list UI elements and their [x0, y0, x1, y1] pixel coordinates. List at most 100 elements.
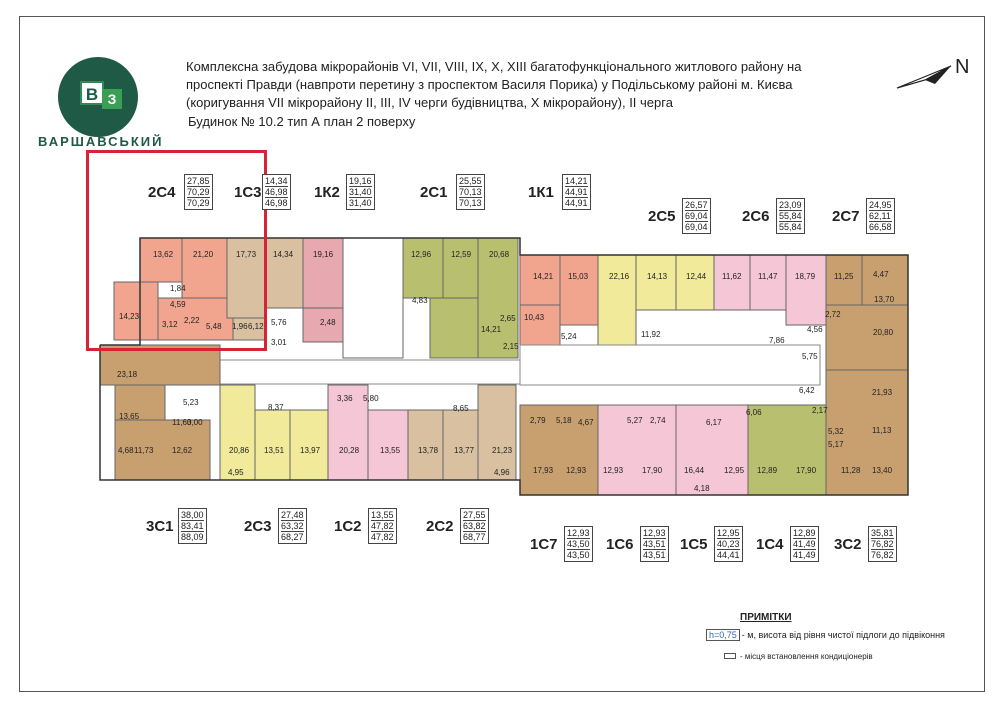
room-area: 22,16: [609, 272, 630, 281]
apt-code: 2С5: [648, 208, 676, 225]
logo-letter-v: В: [80, 81, 104, 105]
room-area: 5,17: [828, 440, 844, 449]
apt-code: 2С4: [148, 184, 176, 201]
room-area: 2,65: [500, 314, 516, 323]
apt-code: 1С7: [530, 536, 558, 553]
room-area: 5,27: [627, 416, 643, 425]
room-area: 6,06: [746, 408, 762, 417]
north-label: N: [955, 56, 970, 78]
room-area: 13,65: [119, 412, 140, 421]
room-3c1-a: [99, 344, 221, 386]
room-area: 4,59: [170, 300, 186, 309]
room-2c1-d: [429, 297, 479, 359]
room-area: 17,73: [236, 250, 257, 259]
room-area: 13,62: [153, 250, 174, 259]
project-title: Комплексна забудова мікрорайонів VI, VII…: [186, 58, 886, 112]
room-area: 5,76: [271, 318, 287, 327]
room-area: 14,21: [481, 325, 502, 334]
title-line-2: проспекті Правди (навпроти перетину з пр…: [186, 77, 793, 92]
room-2c7-a: [825, 254, 863, 306]
room-area: 11,60: [172, 418, 192, 427]
apt-code: 1С5: [680, 536, 708, 553]
building-outline: [99, 237, 909, 496]
room-area: 11,25: [834, 272, 854, 281]
room-area: 12,44: [686, 272, 707, 281]
brand-name: ВАРШАВСЬКИЙ: [38, 134, 164, 149]
room-area: 12,89: [757, 466, 778, 475]
room-1c4: [747, 404, 827, 496]
room-1k2-b: [302, 307, 344, 343]
room-area: 11,13: [872, 426, 892, 435]
room-area: 4,56: [807, 325, 823, 334]
room-2c1-b: [442, 237, 479, 299]
apt-code: 1С4: [756, 536, 784, 553]
room-area: 13,97: [300, 446, 321, 455]
room-3c1-c: [114, 419, 211, 481]
note-ac-location: - місця встановлення кондиціонерів: [724, 652, 873, 661]
room-area: 3,01: [271, 338, 287, 347]
room-area: 13,40: [872, 466, 893, 475]
room-area: 1,84: [170, 284, 186, 293]
room-area: 17,90: [642, 466, 663, 475]
room-2c5-b: [635, 254, 677, 311]
room-area: 13,77: [454, 446, 475, 455]
apt-code: 3С1: [146, 518, 174, 535]
room-area: 12,62: [172, 446, 193, 455]
apt-code: 2С2: [426, 518, 454, 535]
apt-code: 2С7: [832, 208, 860, 225]
room-area: 8,37: [268, 403, 284, 412]
room-area: 3,12: [162, 320, 178, 329]
apt-code: 1К2: [314, 184, 340, 201]
room-2c1-c: [477, 237, 519, 359]
room-area: 17,93: [533, 466, 554, 475]
room-area: 21,20: [193, 250, 214, 259]
room-area: 11,62: [722, 272, 742, 281]
varshavskyi-logo: В З: [58, 57, 138, 137]
room-2c2-b: [442, 409, 479, 481]
room-area: 17,90: [796, 466, 817, 475]
title-line-1: Комплексна забудова мікрорайонів VI, VII…: [186, 59, 802, 74]
room-area: 5,23: [183, 398, 199, 407]
sill-height-sample: h=0,75: [706, 629, 740, 641]
apt-code: 1С6: [606, 536, 634, 553]
room-2c4-b: [181, 237, 228, 299]
room-area: 13,78: [418, 446, 439, 455]
room-area: 8,65: [453, 404, 469, 413]
corridor-right: [519, 344, 821, 386]
room-2c3-b: [254, 409, 291, 481]
room-area: 5,24: [561, 332, 577, 341]
room-1c2-b: [367, 409, 409, 481]
room-2c7-c: [825, 304, 909, 371]
room-area: 1,96: [232, 322, 248, 331]
room-area: 11,92: [641, 330, 661, 339]
room-area: 14,23: [119, 312, 140, 321]
room-area: 11,47: [758, 272, 778, 281]
room-area: 13,51: [264, 446, 285, 455]
room-area: 14,21: [533, 272, 554, 281]
apt-code: 2С1: [420, 184, 448, 201]
room-area: 21,23: [492, 446, 513, 455]
room-area: 12,59: [451, 250, 472, 259]
note-sill-height: h=0,75- м, висота від рівня чистої підло…: [706, 629, 945, 641]
room-area: 6,17: [706, 418, 722, 427]
selected-apartment-highlight: [86, 150, 267, 351]
room-area: 2,72: [825, 310, 841, 319]
room-area: 23,18: [117, 370, 138, 379]
room-area: 4,18: [694, 484, 710, 493]
room-2c6-b: [749, 254, 787, 311]
room-1k1-c: [519, 304, 561, 346]
room-area: 7,86: [769, 336, 785, 345]
room-area: 12,93: [603, 466, 624, 475]
